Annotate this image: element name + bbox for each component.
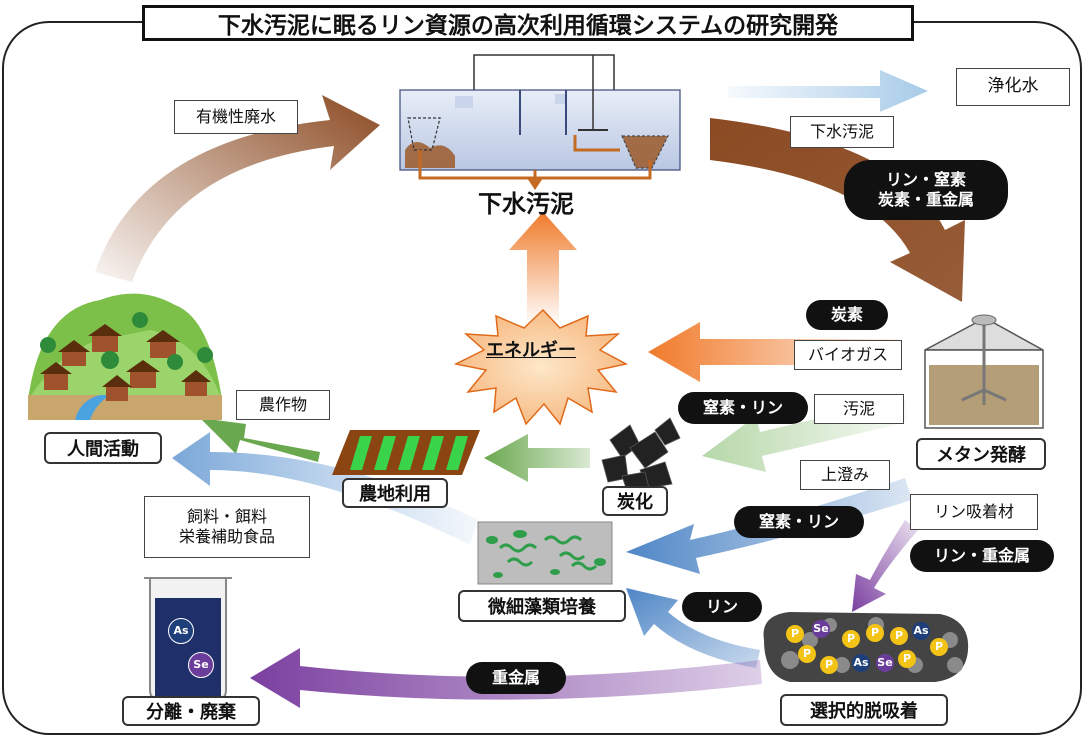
methane-tank-icon — [924, 314, 1044, 429]
sludge-box: 汚泥 — [814, 394, 904, 424]
human-activity-label: 人間活動 — [44, 432, 162, 464]
phosphorus-ball: P — [842, 630, 860, 648]
energy-label: エネルギー — [486, 340, 576, 361]
methane-fermentation-label: メタン発酵 — [916, 438, 1046, 470]
feed-line-1: 飼料・餌料 — [186, 507, 267, 526]
farmland-icon — [332, 430, 480, 475]
heavy-metals-pill: 重金属 — [466, 662, 566, 694]
energy-return-arrow — [509, 212, 577, 320]
supernatant-box: 上澄み — [800, 460, 890, 490]
phosphorus-adsorbent-box: リン吸着材 — [910, 494, 1038, 530]
phosphorus-ball: P — [930, 638, 948, 656]
charcoal-icon — [601, 417, 681, 495]
village-icon — [28, 293, 222, 420]
sewage-sludge-arrow — [710, 118, 965, 302]
selenium-ball: Se — [188, 652, 214, 678]
sewage-sludge-label: 下水汚泥 — [478, 190, 574, 218]
sewage-plant-icon — [399, 54, 681, 190]
nitrogen-phosphorus-pill-1: 窒素・リン — [678, 392, 808, 424]
biogas-arrow — [648, 322, 900, 382]
arsenic-ball: As — [912, 622, 930, 640]
phosphorus-ball: P — [798, 645, 816, 663]
arsenic-ball: As — [168, 618, 194, 644]
crops-box: 農作物 — [236, 390, 330, 420]
sewage-sludge-box: 下水汚泥 — [790, 116, 894, 148]
phosphorus-ball: P — [890, 627, 908, 645]
selective-adsorption-label: 選択的脱吸着 — [780, 694, 948, 726]
purified-water-arrow — [728, 70, 928, 112]
feed-arrow — [172, 432, 478, 545]
phosphorus-ball: P — [820, 656, 838, 674]
phosphorus-ball: P — [786, 625, 804, 643]
purified-water-box: 浄化水 — [956, 68, 1070, 106]
organic-wastewater-box: 有機性廃水 — [174, 100, 298, 134]
diagram-title: 下水汚泥に眠るリン資源の高次利用循環システムの研究開発 — [142, 5, 914, 41]
feed-supplement-box: 飼料・餌料 栄養補助食品 — [144, 496, 310, 558]
organic-wastewater-arrow — [95, 95, 380, 282]
phosphorus-heavy-metals-pill: リン・重金属 — [910, 540, 1054, 572]
arsenic-ball: As — [852, 654, 870, 672]
microalgae-culture-label: 微細藻類培養 — [458, 590, 626, 622]
elements-line-1: リン・窒素 — [885, 170, 966, 189]
biogas-box: バイオガス — [794, 340, 902, 370]
selenium-ball: Se — [876, 654, 894, 672]
selenium-ball: Se — [812, 620, 830, 638]
microalgae-icon — [477, 521, 613, 585]
phosphorus-ball: P — [866, 624, 884, 642]
phosphorus-pill: リン — [682, 592, 762, 622]
elements-line-2: 炭素・重金属 — [877, 190, 974, 209]
carbon-pill: 炭素 — [806, 300, 888, 330]
carbonization-label: 炭化 — [602, 486, 668, 516]
carbonization-to-farmland-arrow — [484, 434, 590, 482]
separation-disposal-label: 分離・廃棄 — [122, 696, 260, 726]
elements-pill: リン・窒素 炭素・重金属 — [844, 160, 1008, 220]
feed-line-2: 栄養補助食品 — [178, 527, 275, 546]
energy-burst-icon — [453, 308, 629, 426]
crops-arrow — [200, 418, 320, 462]
phosphorus-ball: P — [898, 650, 916, 668]
farmland-use-label: 農地利用 — [342, 478, 448, 508]
adsorbent-arrow — [852, 520, 918, 612]
nitrogen-phosphorus-pill-2: 窒素・リン — [734, 506, 864, 538]
phosphorus-arrow — [626, 588, 760, 668]
